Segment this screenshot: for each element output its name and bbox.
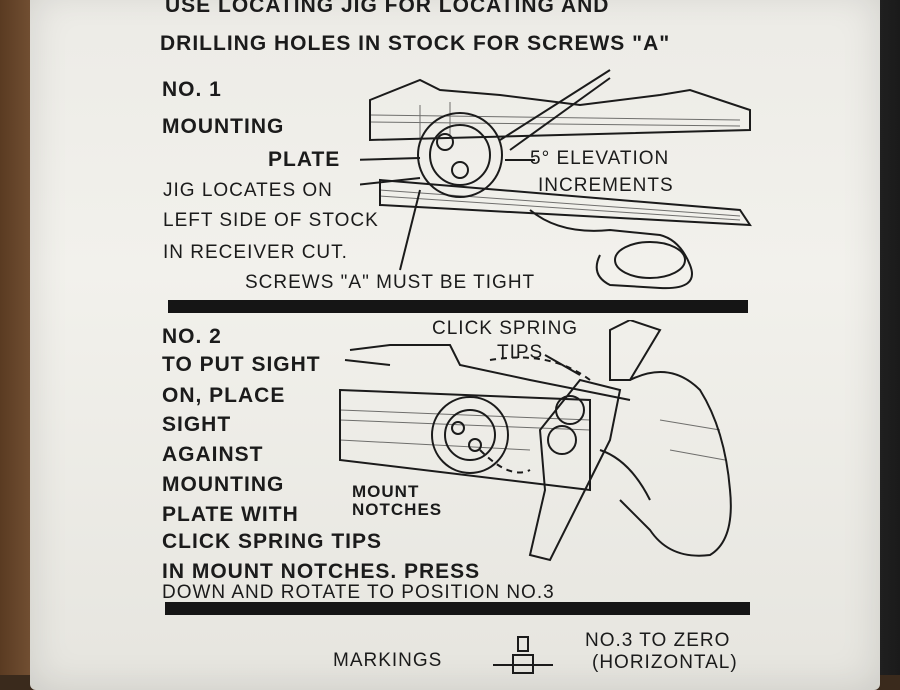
step2-line-6: PLATE WITH bbox=[162, 503, 299, 526]
step3-zero: NO.3 TO ZERO bbox=[585, 630, 731, 651]
step1-mounting: MOUNTING bbox=[162, 115, 285, 138]
header-line-1: USE LOCATING JIG FOR LOCATING AND bbox=[165, 0, 610, 17]
step1-desc-3: IN RECEIVER CUT. bbox=[163, 242, 348, 263]
step2-line-1: TO PUT SIGHT bbox=[162, 353, 321, 376]
instruction-sheet bbox=[30, 0, 880, 690]
step1-title: NO. 1 bbox=[162, 78, 222, 101]
step1-desc-2: LEFT SIDE OF STOCK bbox=[163, 210, 379, 231]
step2-line-8: IN MOUNT NOTCHES. PRESS bbox=[162, 560, 481, 583]
step2-line-2: ON, PLACE bbox=[162, 384, 286, 407]
step2-line-7: CLICK SPRING TIPS bbox=[162, 530, 383, 553]
step2-notches: NOTCHES bbox=[352, 500, 443, 519]
step1-desc-1: JIG LOCATES ON bbox=[163, 180, 333, 201]
step2-line-5: MOUNTING bbox=[162, 473, 285, 496]
step1-screws-note: SCREWS "A" MUST BE TIGHT bbox=[245, 272, 536, 293]
step3-markings: MARKINGS bbox=[333, 650, 443, 671]
step3-horizontal: (HORIZONTAL) bbox=[592, 652, 738, 673]
step2-mount: MOUNT bbox=[352, 482, 420, 501]
header-line-2: DRILLING HOLES IN STOCK FOR SCREWS "A" bbox=[160, 32, 671, 55]
step2-line-9: DOWN AND ROTATE TO POSITION NO.3 bbox=[162, 582, 555, 603]
sight-marker-icon bbox=[493, 636, 553, 674]
divider-2 bbox=[165, 602, 750, 615]
step2-line-3: SIGHT bbox=[162, 413, 232, 436]
step2-title: NO. 2 bbox=[162, 325, 222, 348]
hand-sight-illustration bbox=[339, 320, 732, 562]
step1-elevation: 5° ELEVATION bbox=[530, 148, 670, 169]
divider-1 bbox=[168, 300, 748, 313]
step2-click-spring: CLICK SPRING bbox=[432, 318, 579, 339]
step2-tips: TIPS bbox=[497, 342, 544, 363]
step1-plate: PLATE bbox=[268, 148, 341, 171]
rifle-receiver-illustration bbox=[360, 69, 752, 290]
step2-line-4: AGAINST bbox=[162, 443, 264, 466]
step1-increments: INCREMENTS bbox=[538, 175, 674, 196]
